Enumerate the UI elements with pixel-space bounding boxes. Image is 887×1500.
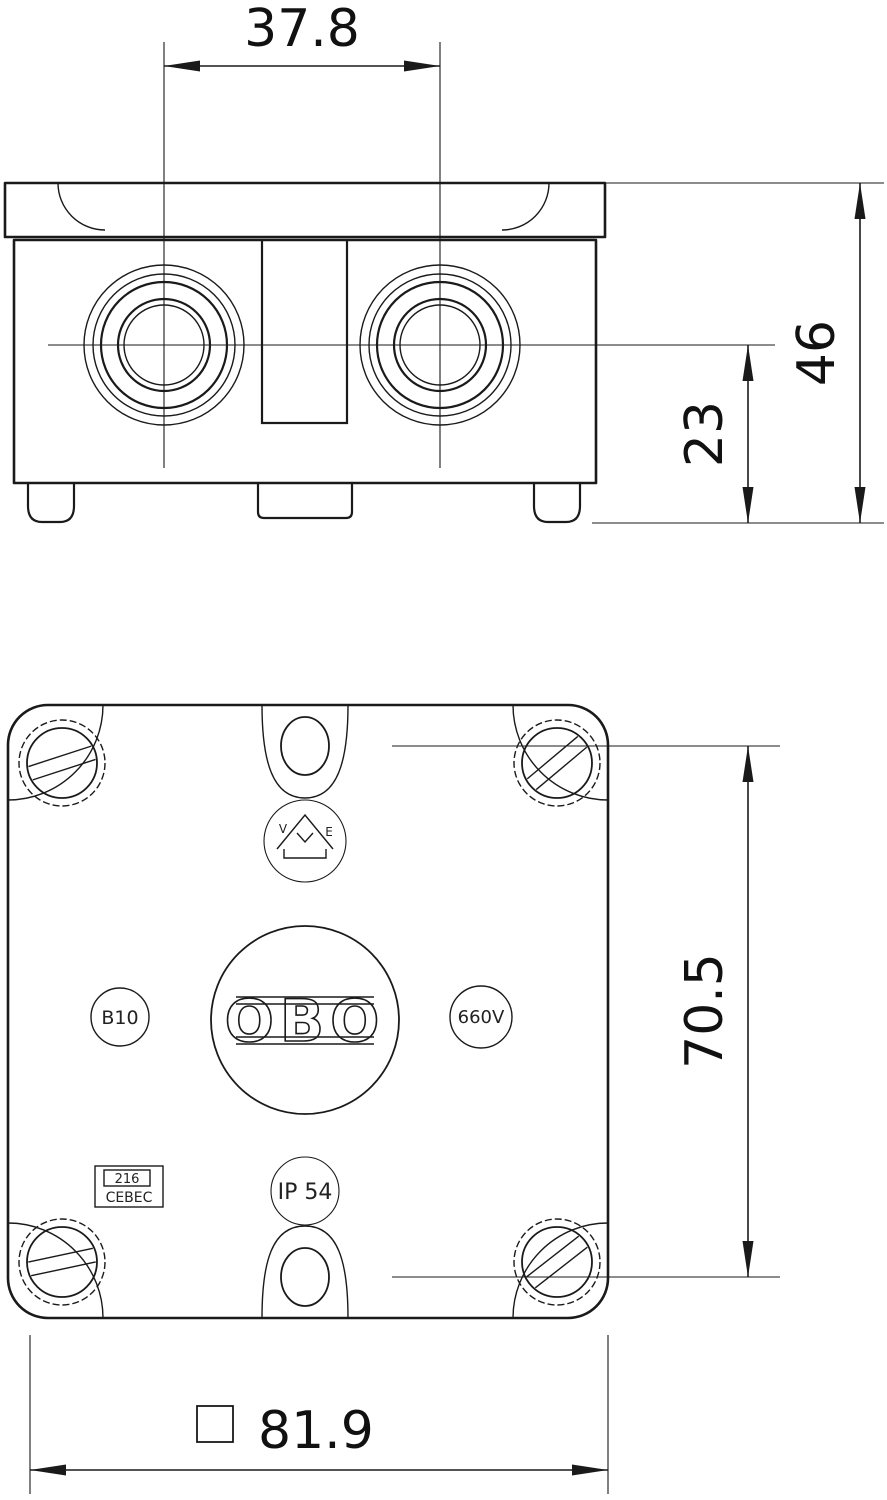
screw-top-left — [18, 719, 106, 807]
lid-arc-left — [57, 182, 106, 231]
body-outline — [12, 238, 598, 485]
dim-81-9-label: 81.9 — [258, 1401, 374, 1461]
bottom-mounting-hole — [280, 1247, 330, 1307]
dimension-37-8: 37.8 — [164, 0, 440, 72]
middle-channel — [260, 238, 349, 425]
b10-label: B10 — [101, 1007, 138, 1029]
b10-marking: B10 — [90, 987, 150, 1047]
dimension-70-5: 70.5 — [392, 745, 780, 1278]
cebec-name: CEBEC — [106, 1190, 153, 1206]
foot-right — [532, 481, 582, 524]
square-section-symbol — [196, 1405, 234, 1443]
foot-center — [256, 481, 354, 520]
obo-logo: OBO — [210, 925, 400, 1115]
screw-bottom-left — [18, 1218, 106, 1306]
corner-arc-bottom-left — [7, 1222, 104, 1319]
ip54-label: IP 54 — [278, 1180, 333, 1205]
foot-left — [26, 481, 76, 524]
dimension-23: 23 — [675, 345, 754, 523]
dimension-81-9: 81.9 — [29, 1335, 609, 1494]
corner-arc-top-right — [512, 704, 609, 801]
box-outline — [6, 703, 610, 1320]
cebec-number: 216 — [115, 1172, 140, 1187]
voltage-label: 660V — [458, 1007, 505, 1028]
voltage-marking: 660V — [449, 985, 513, 1049]
corner-arc-top-left — [7, 704, 104, 801]
lid-arc-right — [501, 182, 550, 231]
vde-letter-left: V — [279, 822, 288, 836]
lid-outline — [3, 181, 607, 239]
top-mounting-hole — [280, 716, 330, 776]
ip54-marking: IP 54 — [270, 1156, 340, 1226]
dimension-46: 46 — [592, 182, 884, 524]
obo-brand-text: OBO — [225, 987, 386, 1055]
dim-37-8-label: 37.8 — [244, 0, 360, 59]
screw-top-right — [513, 719, 601, 807]
screw-bottom-right — [513, 1218, 601, 1306]
bottom-view: V E OBO B10 660V 216 CEBEC — [6, 703, 780, 1494]
top-hole-boss — [261, 704, 349, 799]
vde-symbol: V E — [263, 799, 347, 883]
dim-23-label: 23 — [675, 401, 735, 467]
dim-70-5-label: 70.5 — [675, 953, 735, 1069]
cebec-mark: 216 CEBEC — [94, 1165, 164, 1208]
bottom-hole-boss — [261, 1225, 349, 1319]
vde-letter-right: E — [325, 825, 333, 839]
dim-46-label: 46 — [787, 320, 847, 386]
front-view: 37.8 46 23 — [3, 0, 884, 524]
corner-arc-bottom-right — [512, 1222, 609, 1319]
